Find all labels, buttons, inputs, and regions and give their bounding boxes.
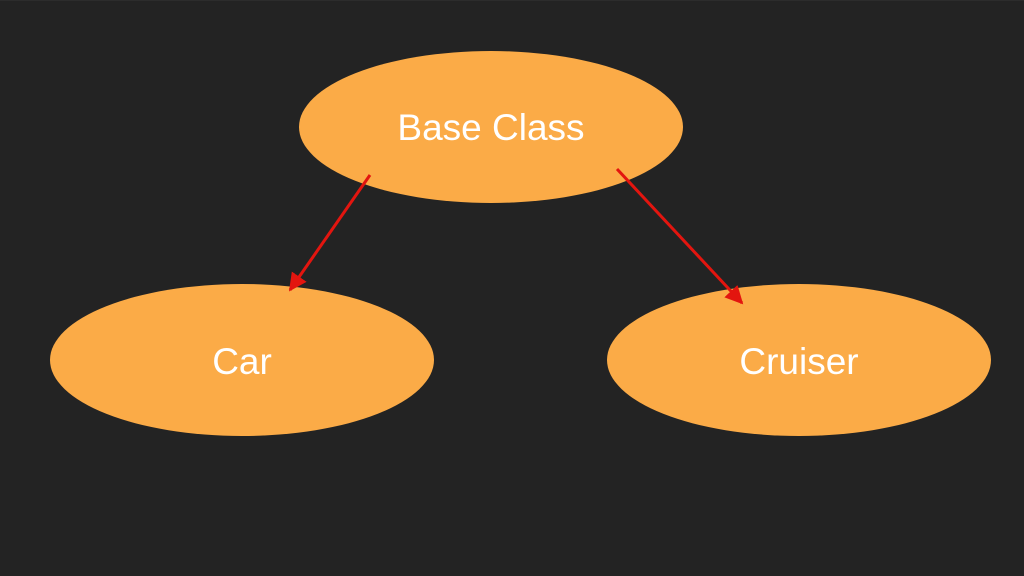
node-car: Car [50, 284, 434, 436]
node-cruiser: Cruiser [607, 284, 991, 436]
arrow-base-to-car [288, 174, 372, 292]
node-base-class: Base Class [299, 51, 683, 203]
arrow-base-to-cruiser [615, 167, 744, 305]
node-label-base-class: Base Class [397, 107, 584, 148]
node-label-cruiser: Cruiser [739, 341, 858, 382]
node-label-car: Car [212, 341, 272, 382]
